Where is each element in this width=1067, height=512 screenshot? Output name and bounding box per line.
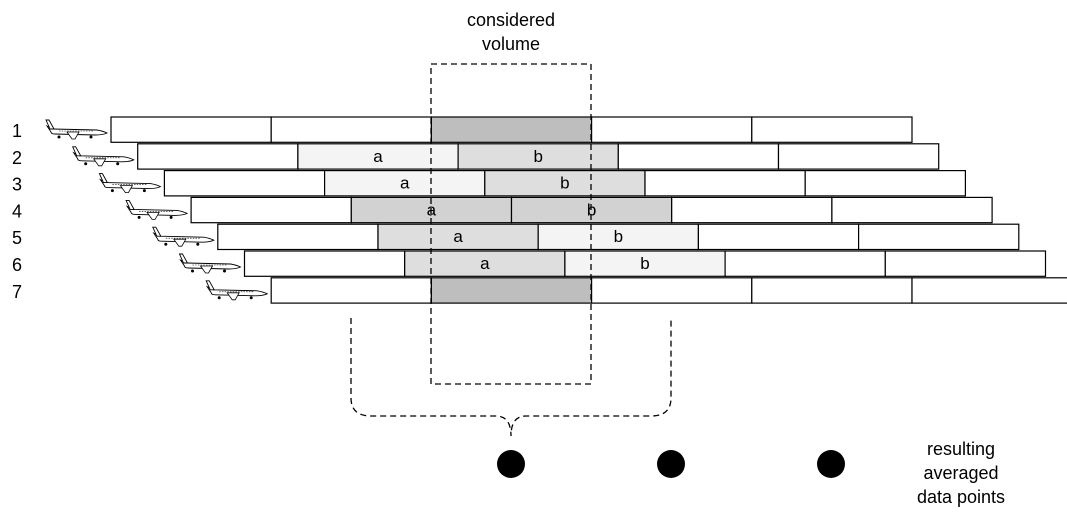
volume-cell	[590, 116, 753, 143]
row-number: 2	[12, 148, 22, 168]
cell-label: a	[480, 254, 490, 273]
airplane-icon	[178, 253, 242, 274]
flight-row: 6 a b	[12, 250, 1047, 277]
data-point	[657, 450, 685, 478]
volume-cell	[804, 170, 967, 197]
row-number: 4	[12, 201, 22, 221]
row-number: 3	[12, 175, 22, 195]
flight-row: 1	[12, 116, 913, 143]
airplane-icon	[45, 119, 109, 140]
cell-label: b	[614, 227, 623, 246]
airplane-icon	[125, 199, 189, 220]
volume-cell	[671, 196, 833, 224]
row-number: 6	[12, 255, 22, 275]
flight-row: 7	[12, 277, 1067, 304]
cell-label: a	[453, 227, 463, 246]
result-label-line-1: resulting	[927, 439, 995, 459]
volume-cell	[270, 277, 433, 304]
cell-label: a	[427, 200, 437, 219]
cell-label: b	[533, 147, 542, 166]
cell-label: a	[373, 147, 383, 166]
airplane-icon	[98, 173, 162, 194]
flight-row: 5 a b	[12, 223, 1020, 251]
volume-cell	[430, 116, 593, 143]
data-point	[817, 450, 845, 478]
volume-cell	[724, 250, 886, 277]
title-line-2: volume	[482, 34, 540, 54]
flight-row: 2 a b	[12, 143, 940, 170]
volume-cell	[751, 277, 913, 304]
volume-cell	[644, 170, 806, 197]
averaging-brace	[350, 318, 672, 437]
volume-cell	[777, 143, 940, 170]
airplane-icon	[152, 226, 215, 247]
row-number: 1	[12, 121, 22, 141]
averaged-data-points	[497, 450, 845, 478]
volume-cell	[217, 223, 379, 251]
volume-cell	[617, 143, 780, 170]
result-label-line-3: data points	[917, 487, 1005, 507]
cell-label: b	[560, 174, 569, 193]
volume-cell	[831, 196, 993, 224]
data-point	[497, 450, 525, 478]
volume-cell	[110, 116, 272, 143]
volume-cell	[270, 116, 433, 143]
volume-cell	[484, 170, 646, 197]
volume-cell	[911, 277, 1067, 304]
volume-cell	[163, 170, 326, 197]
volume-cell	[884, 250, 1047, 277]
volume-cell	[243, 250, 406, 277]
row-number: 5	[12, 228, 22, 248]
volume-cell	[697, 223, 860, 251]
row-number: 7	[12, 282, 22, 302]
volume-cell	[857, 223, 1020, 251]
volume-cell	[324, 170, 486, 197]
volume-cell	[751, 116, 913, 143]
considered-volume-box	[430, 63, 592, 385]
title-line-1: considered	[467, 10, 555, 30]
result-label-line-2: averaged	[923, 463, 998, 483]
airplane-icon	[205, 280, 269, 301]
flight-row: 3 a b	[12, 170, 967, 197]
volume-cell	[137, 143, 299, 170]
airplane-icon	[72, 146, 135, 167]
cell-label: a	[400, 174, 410, 193]
volume-cell	[430, 277, 593, 304]
volume-cell	[537, 223, 700, 251]
volume-cell	[590, 277, 753, 304]
volume-cell	[190, 196, 352, 224]
cell-label: b	[640, 254, 649, 273]
